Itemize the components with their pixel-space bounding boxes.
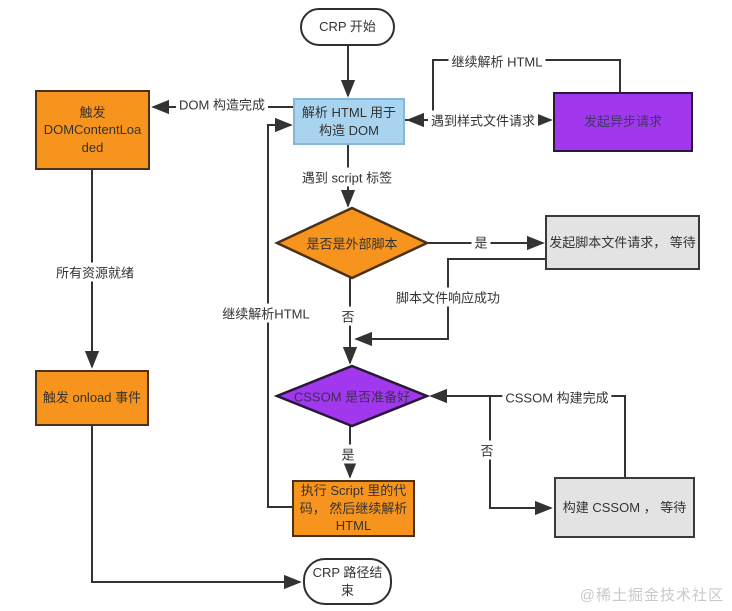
- node-script-request: 发起脚本文件请求， 等待: [545, 215, 700, 270]
- node-parse-html: 解析 HTML 用于构造 DOM: [293, 98, 405, 145]
- diamond-is-external-script: [274, 206, 430, 280]
- edge-label-style-request: 遇到样式文件请求: [427, 110, 539, 130]
- edge-cssom-to-diamond2: [429, 388, 626, 477]
- edge-label-dom-done: DOM 构造完成: [176, 94, 268, 114]
- watermark: @稀土掘金技术社区: [579, 587, 724, 604]
- node-crp-start: CRP 开始: [300, 8, 395, 46]
- edge-label-no-ready: 否: [477, 440, 497, 460]
- node-build-cssom: 构建 CSSOM ， 等待: [554, 477, 695, 538]
- node-async-request: 发起异步请求: [553, 92, 693, 152]
- edge-label-script-response: 脚本文件响应成功: [392, 287, 504, 307]
- edge-label-continue-parse-top: 继续解析 HTML: [448, 51, 546, 71]
- edge-label-continue-parse-left: 继续解析HTML: [219, 303, 313, 323]
- edge-label-yes-ready: 是: [338, 444, 358, 464]
- node-onload: 触发 onload 事件: [35, 370, 149, 426]
- edge-onload-to-end: [91, 426, 302, 590]
- edge-label-cssom-done: CSSOM 构建完成: [502, 387, 612, 407]
- node-exec-script: 执行 Script 里的代码， 然后继续解析 HTML: [292, 480, 415, 537]
- diamond-label-is-external-script: 是否是外部脚本: [306, 236, 398, 252]
- node-crp-end: CRP 路径结束: [303, 558, 392, 605]
- edge-label-script-tag: 遇到 script 标签: [298, 167, 396, 187]
- edge-no-to-buildcssom: [489, 396, 553, 516]
- diamond-cssom-ready: [273, 364, 431, 428]
- edge-label-yes-external: 是: [471, 232, 491, 252]
- node-domcontentloaded: 触发 DOMContentLoaded: [35, 90, 150, 170]
- edge-label-no-external: 否: [338, 306, 358, 326]
- diamond-label-cssom-ready: CSSOM 是否准备好: [293, 389, 411, 405]
- edge-label-all-resources: 所有资源就绪: [52, 262, 138, 282]
- edge-async-to-parse: [406, 59, 621, 128]
